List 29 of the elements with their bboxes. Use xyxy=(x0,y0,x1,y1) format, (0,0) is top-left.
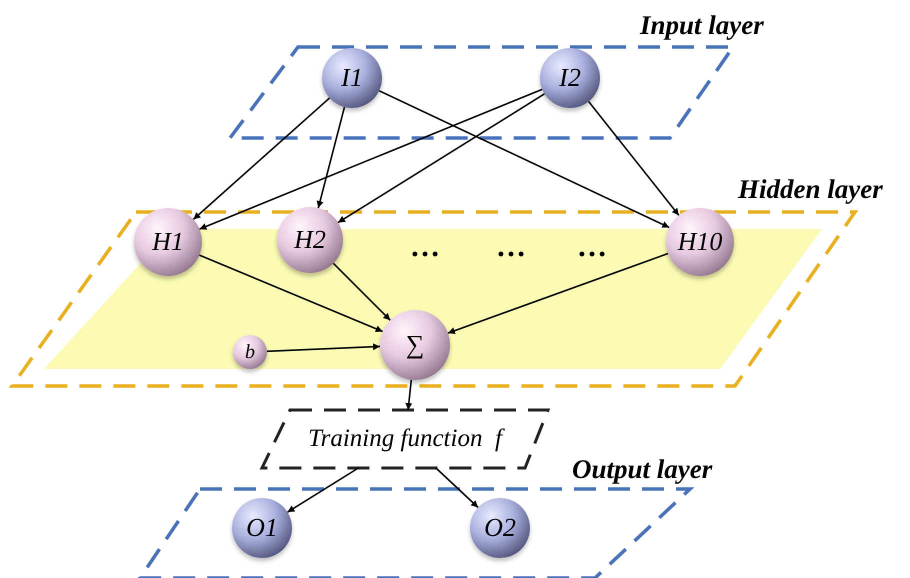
arrow xyxy=(316,106,346,208)
arrow xyxy=(588,101,680,216)
layer-title: Hidden layer xyxy=(738,176,883,203)
arrow xyxy=(266,343,380,352)
arrow xyxy=(287,467,359,513)
node-label: I1 xyxy=(341,65,363,91)
ellipsis-label: … xyxy=(410,232,440,262)
node-label: I2 xyxy=(559,65,581,91)
ellipsis-label: … xyxy=(577,232,607,262)
arrow xyxy=(405,380,412,410)
arrow xyxy=(378,90,670,228)
node-label: b xyxy=(245,342,255,362)
arrow xyxy=(192,97,330,220)
layer-title: Input layer xyxy=(640,12,764,39)
arrow xyxy=(199,88,543,230)
node-label: H1 xyxy=(152,229,184,255)
node-label: H10 xyxy=(678,229,722,255)
node-label: H2 xyxy=(294,227,326,253)
arrow xyxy=(435,467,479,508)
arrow xyxy=(448,252,668,334)
arrow xyxy=(332,262,391,321)
ellipsis-label: … xyxy=(496,232,526,262)
node-label: O1 xyxy=(246,515,278,541)
arrow xyxy=(338,93,545,224)
node-label: ∑ xyxy=(406,332,424,358)
function-label: Training function f xyxy=(262,410,548,468)
layer-title: Output layer xyxy=(572,456,712,483)
arrow xyxy=(199,254,383,332)
node-label: O2 xyxy=(484,515,516,541)
